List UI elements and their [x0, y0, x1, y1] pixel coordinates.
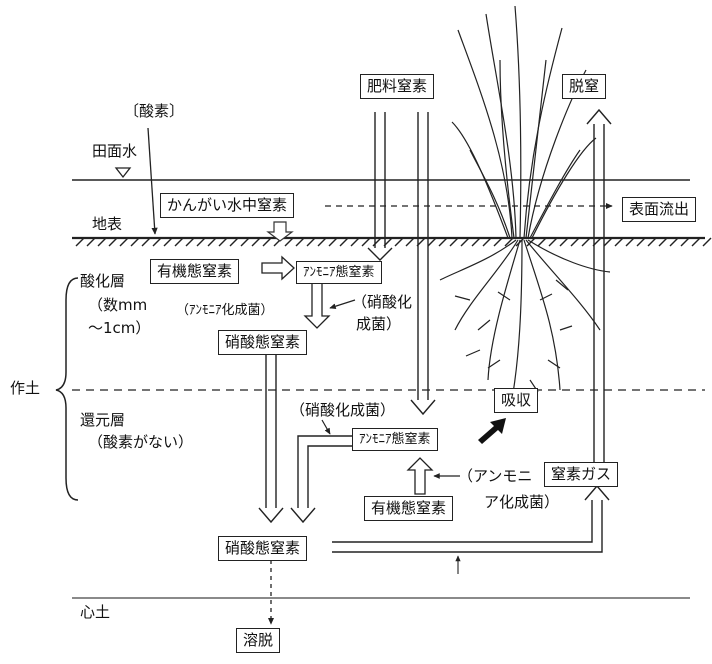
ammonium-nitrogen-mid-box: ｱﾝﾓﾆｱ態窒素	[352, 428, 438, 451]
ground-surface-label: 地表	[92, 215, 123, 233]
reduced-layer-label: 還元層	[80, 411, 126, 429]
fertilizer-to-ammonium-arrow	[367, 112, 393, 261]
nitrifier-mid-arrow	[321, 419, 331, 435]
organic-to-ammonium-mid-arrow	[406, 457, 434, 495]
oxygen-label: 〔酸素〕	[124, 102, 185, 120]
plow-layer-brace	[55, 277, 79, 501]
ammonium-to-nitrate-arrow	[303, 281, 331, 329]
nitrifier-mid-label: （硝酸化成菌）	[290, 401, 396, 419]
nitrogen-gas-box: 窒素ガス	[544, 462, 619, 487]
subsoil-label: 心土	[80, 603, 111, 621]
nitrifier-top-label: （硝酸化	[352, 293, 413, 311]
nitrifier-top-label-2: 成菌）	[356, 315, 402, 333]
absorption-box: 吸収	[494, 388, 539, 413]
ammonifier-top-label: （ｱﾝﾓﾆｱ化成菌）	[176, 303, 274, 318]
gas-to-denitrification-arrow	[586, 108, 612, 464]
plow-layer-label: 作土	[10, 379, 41, 397]
oxidized-depth-label: （数mm	[88, 296, 148, 314]
ammonifier-bot-label-2: ア化成菌）	[484, 493, 560, 511]
ammonifier-bot-label: （アンモニ	[458, 467, 533, 485]
fertilizer-nitrogen-box: 肥料窒素	[360, 74, 435, 99]
oxidized-layer-label: 酸化層	[80, 272, 126, 290]
organic-nitrogen-bottom-box: 有機態窒素	[364, 496, 454, 521]
fertilizer-to-ammonium-mid-arrow	[410, 112, 436, 416]
organic-nitrogen-top-box: 有機態窒素	[150, 259, 240, 284]
ammonium-nitrogen-top-box: ｱﾝﾓﾆｱ態窒素	[296, 261, 382, 284]
paddy-water-label: 田面水	[92, 142, 138, 160]
nitrifier-top-arrow	[329, 299, 356, 309]
water-surface-marker	[114, 167, 132, 179]
nitrate-to-gas-arrow	[332, 484, 610, 553]
ammonium-mid-to-nitrate-arrow	[290, 435, 352, 524]
nitrate-downward-arrow	[258, 352, 284, 524]
nitrate-nitrogen-top-box: 硝酸態窒素	[218, 330, 308, 355]
denitrification-box: 脱窒	[562, 74, 607, 99]
reduced-note-label: （酸素がない）	[88, 433, 194, 451]
leaching-box: 溶脱	[236, 628, 281, 653]
rice-plant	[439, 5, 611, 411]
surface-runoff-box: 表面流出	[622, 197, 697, 222]
ground-surface-hatching	[72, 236, 712, 247]
oxidized-depth-label-2: ～1cm）	[88, 319, 151, 337]
oxygen-arrow	[147, 127, 158, 235]
organic-to-ammonium-arrow	[261, 255, 295, 281]
absorption-arrow	[478, 418, 506, 444]
irrigation-nitrogen-box: かんがい水中窒素	[160, 193, 295, 218]
irrigation-down-arrow	[266, 221, 294, 242]
nitrate-nitrogen-bottom-box: 硝酸態窒素	[218, 536, 308, 561]
